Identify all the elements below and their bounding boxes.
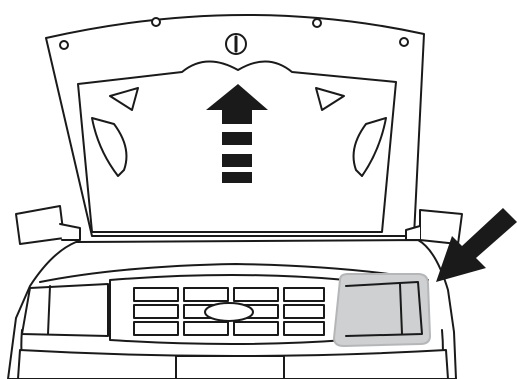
mirror-left-arm: [60, 224, 80, 240]
mirror-right: [420, 210, 462, 244]
license-plate-area: [176, 356, 284, 379]
upward-arrow-dash: [222, 172, 252, 183]
mirror-left: [16, 206, 64, 244]
headlamp-left: [22, 284, 108, 336]
hood-bolt: [313, 19, 321, 27]
hood-bolt: [400, 38, 408, 46]
upward-arrow-dash: [222, 154, 252, 167]
hood-bolt: [60, 41, 68, 49]
upward-arrow-dash: [222, 132, 252, 145]
hood-bolt: [152, 18, 160, 26]
hood: [46, 15, 424, 236]
ford-oval-emblem: [205, 303, 253, 321]
